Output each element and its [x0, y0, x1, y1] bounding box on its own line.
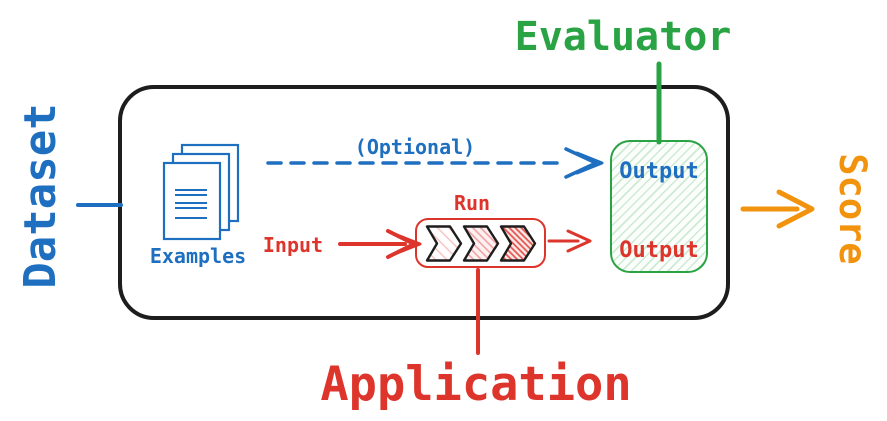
- chevron-pipeline-icon: [425, 224, 536, 262]
- score-arrow: [740, 189, 815, 229]
- evaluator-label: Evaluator: [514, 14, 732, 60]
- score-label: Score: [831, 153, 875, 265]
- reference-output-label: Output: [619, 158, 699, 184]
- run-box: [415, 218, 546, 268]
- evaluator-output-box: Output Output: [610, 140, 708, 273]
- run-output-label: Output: [619, 237, 699, 263]
- pipeline-chevron-2: [462, 224, 499, 262]
- run-label: Run: [453, 191, 491, 215]
- application-label: Application: [320, 356, 632, 412]
- examples-label: Examples: [149, 244, 247, 268]
- input-label: Input: [262, 233, 324, 257]
- dataset-label: Dataset: [14, 103, 66, 289]
- pipeline-chevron-1: [425, 224, 462, 262]
- stacked-documents-icon: [162, 143, 240, 241]
- pipeline-chevron-3: [499, 224, 536, 262]
- optional-label: (Optional): [354, 135, 476, 159]
- document-text-lines-icon: [175, 189, 207, 219]
